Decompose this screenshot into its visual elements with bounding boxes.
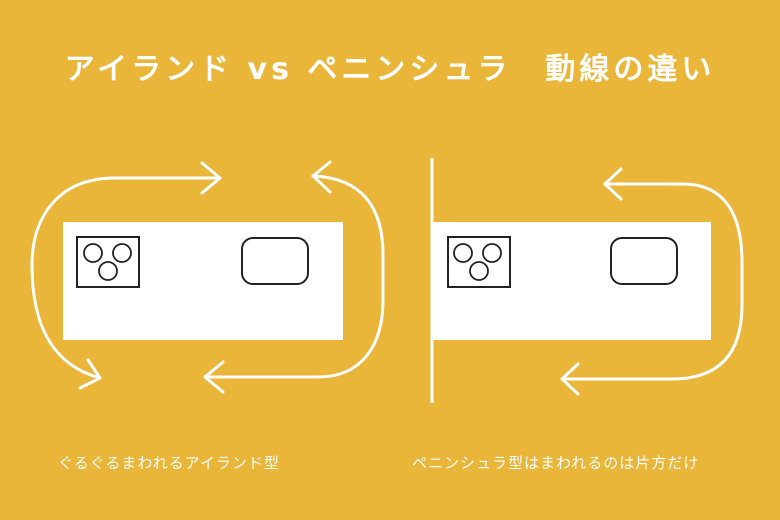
peninsula-flow-arrow — [560, 182, 744, 381]
sink-icon — [241, 237, 309, 285]
sink-icon — [610, 237, 678, 285]
peninsula-caption: ペニンシュラ型はまわれるのは片方だけ — [412, 454, 700, 472]
bottom-right-arrowhead — [203, 360, 225, 394]
top-left-flow-arrow — [30, 176, 222, 380]
top-arrowhead — [603, 167, 623, 201]
top-right-arrowhead — [311, 160, 332, 194]
stove-icon — [76, 236, 140, 288]
peninsula-kitchen-diagram — [430, 158, 744, 403]
bottom-right-flow-arrow — [203, 174, 385, 379]
page-title: アイランド vs ペニンシュラ 動線の違い — [64, 52, 716, 87]
bottom-arrowhead — [560, 362, 580, 396]
top-left-arrowhead — [200, 161, 222, 195]
island-caption: ぐるぐるまわれるアイランド型 — [58, 454, 280, 472]
stove-icon — [447, 236, 511, 288]
bottom-left-arrowhead — [78, 358, 102, 390]
island-kitchen-diagram — [30, 160, 385, 394]
